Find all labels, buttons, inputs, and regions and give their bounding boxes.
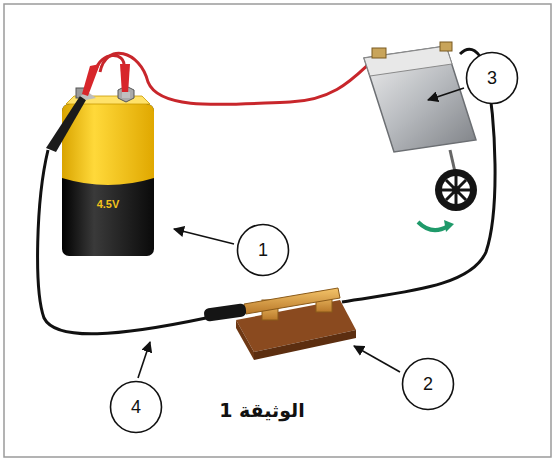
black-clip — [46, 96, 86, 152]
motor-tab — [440, 42, 452, 51]
motor — [364, 42, 477, 232]
clip-jaw — [122, 92, 130, 98]
wheel-spokes — [442, 176, 470, 204]
callout-circle: 4 — [109, 380, 163, 434]
leader-line — [354, 346, 400, 372]
motor-wheel — [435, 169, 477, 211]
motor-tab — [372, 48, 386, 58]
switch-base-side — [236, 320, 254, 360]
motor-body — [364, 46, 476, 152]
switch-handle — [203, 303, 246, 322]
battery-voltage: 4.5V — [97, 198, 120, 210]
motor-top — [364, 46, 452, 76]
red-wire — [96, 55, 124, 70]
callout-circle: 2 — [401, 357, 455, 411]
wheel-hub — [442, 176, 470, 204]
frame — [4, 4, 551, 457]
callout-number: 2 — [423, 374, 433, 395]
circle-outline — [403, 359, 454, 410]
rotation-arrow — [418, 222, 448, 230]
leader-line — [428, 88, 464, 100]
circle-outline — [238, 225, 289, 276]
wheel-axle — [452, 186, 460, 194]
rotation-arrow — [444, 220, 454, 232]
document-label: الوثيقة 1 — [219, 399, 305, 421]
red-clip — [82, 64, 100, 96]
battery-body — [62, 104, 154, 256]
callout-circle: 3 — [465, 51, 519, 105]
switch-base-side — [254, 330, 356, 360]
circle-outline — [467, 53, 518, 104]
switch-blade — [244, 288, 340, 314]
callout-number: 4 — [131, 397, 141, 418]
callout-circle: 1 — [236, 223, 290, 277]
callout-number: 3 — [487, 68, 497, 89]
callout-number: 1 — [258, 240, 268, 261]
switch — [203, 288, 356, 360]
leader-line — [138, 342, 150, 378]
red-clip — [120, 64, 130, 94]
circle-outline — [111, 382, 162, 433]
leader-line — [174, 229, 234, 244]
motor-shaft — [450, 150, 455, 172]
